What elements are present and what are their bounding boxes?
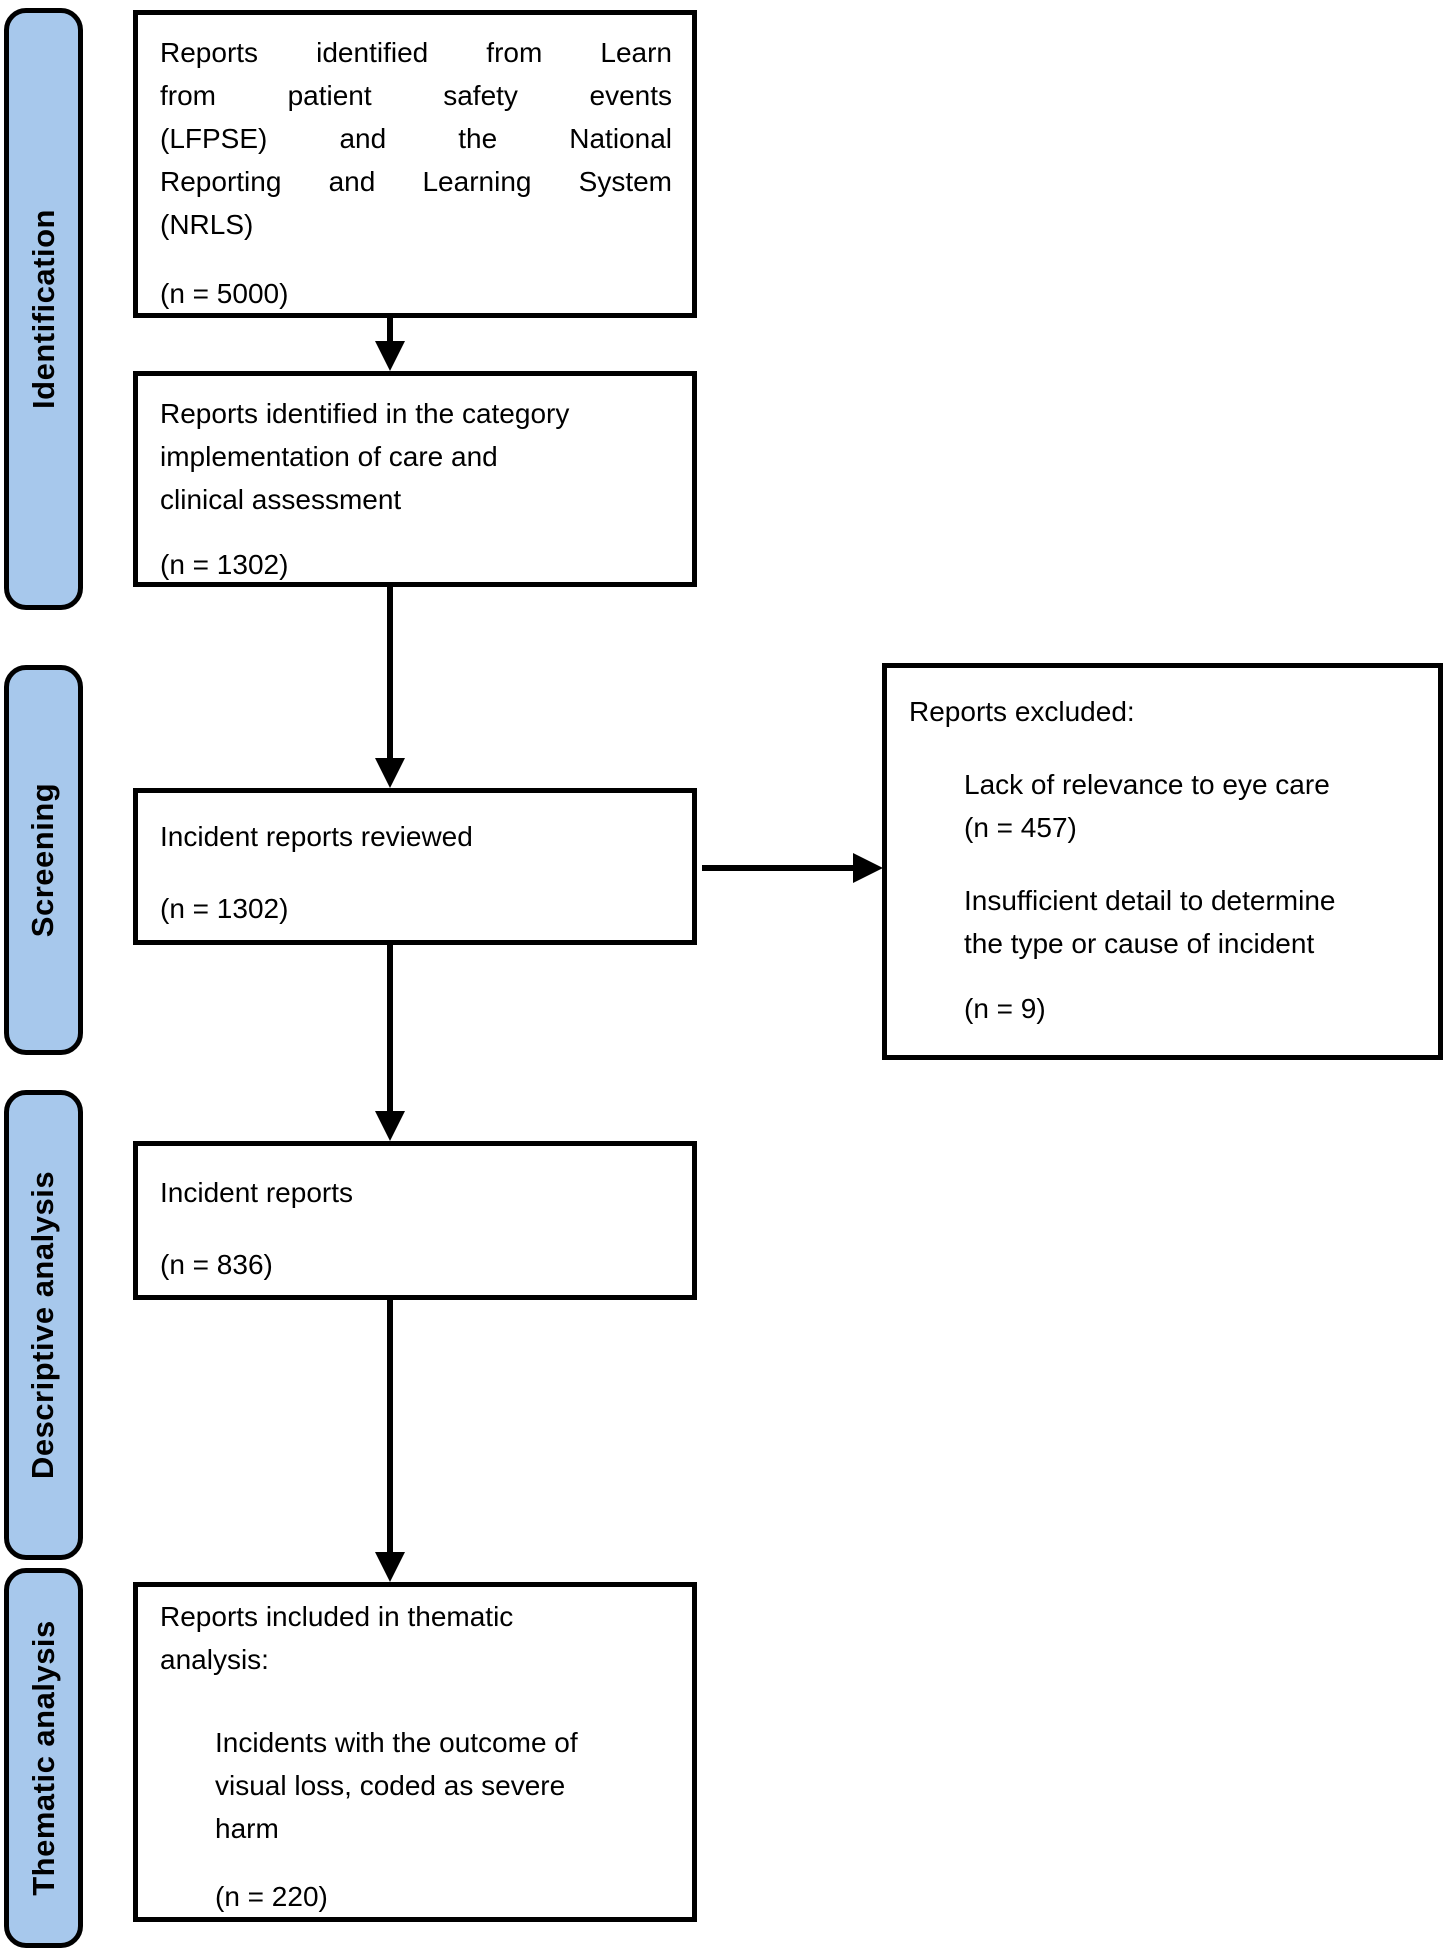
arrow-incident-to-thematic-shaft xyxy=(387,1300,393,1552)
arrow-identified-to-category-shaft xyxy=(387,318,393,343)
box-thematic-detail-line: harm xyxy=(215,1813,279,1844)
arrow-reviewed-to-excluded-head xyxy=(853,853,883,883)
arrow-category-to-reviewed-shaft xyxy=(387,587,393,758)
stage-thematic-analysis-label: Thematic analysis xyxy=(25,1620,61,1896)
box-excluded-count: (n = 9) xyxy=(964,993,1046,1024)
box-reviewed-count: (n = 1302) xyxy=(160,893,289,924)
box-thematic-detail-line: Incidents with the outcome of xyxy=(215,1727,578,1758)
stage-thematic-analysis: Thematic analysis xyxy=(4,1568,83,1948)
box-excluded-reason-relevance-line: Lack of relevance to eye care xyxy=(964,769,1330,800)
box-reports-identified-line: (NRLS) xyxy=(160,209,254,240)
box-reports-identified-count: (n = 5000) xyxy=(160,278,289,309)
box-reports-identified-line: Reports identified from Learn xyxy=(160,37,672,68)
arrow-incident-to-thematic-head xyxy=(375,1552,405,1582)
stage-screening-label: Screening xyxy=(25,782,61,938)
stage-descriptive-analysis: Descriptive analysis xyxy=(4,1090,83,1560)
box-reports-identified-line: Reporting and Learning System xyxy=(160,166,672,197)
box-category-line: implementation of care and xyxy=(160,441,498,472)
box-category-line: clinical assessment xyxy=(160,484,402,515)
box-excluded-reason-relevance: Lack of relevance to eye care (n = 457) xyxy=(964,763,1418,849)
stage-identification: Identification xyxy=(4,8,83,610)
stage-screening: Screening xyxy=(4,665,83,1055)
box-thematic-count: (n = 220) xyxy=(215,1881,328,1912)
arrow-reviewed-to-incident-head xyxy=(375,1111,405,1141)
box-reports-identified-line: (LFPSE) and the National xyxy=(160,123,672,154)
box-excluded: Reports excluded: Lack of relevance to e… xyxy=(882,663,1443,1060)
box-reviewed-text: Incident reports reviewed xyxy=(160,821,473,852)
box-incident: Incident reports (n = 836) xyxy=(133,1141,697,1300)
box-reports-identified: Reports identified from Learn from patie… xyxy=(133,10,697,318)
box-thematic: Reports included in thematic analysis: I… xyxy=(133,1582,697,1922)
box-excluded-reason-detail: Insufficient detail to determine the typ… xyxy=(964,879,1418,965)
box-excluded-reason-relevance-line: (n = 457) xyxy=(964,812,1077,843)
arrow-reviewed-to-incident-shaft xyxy=(387,945,393,1111)
box-incident-count: (n = 836) xyxy=(160,1249,273,1280)
arrow-category-to-reviewed-head xyxy=(375,758,405,788)
box-category-count: (n = 1302) xyxy=(160,549,289,580)
box-thematic-detail-line: visual loss, coded as severe xyxy=(215,1770,566,1801)
box-category-line: Reports identified in the category xyxy=(160,398,570,429)
arrow-reviewed-to-excluded-shaft xyxy=(702,865,854,871)
stage-descriptive-analysis-label: Descriptive analysis xyxy=(25,1170,61,1480)
stage-identification-label: Identification xyxy=(25,209,61,409)
box-thematic-detail: Incidents with the outcome of visual los… xyxy=(215,1721,672,1850)
box-excluded-reason-detail-line: the type or cause of incident xyxy=(964,928,1315,959)
box-incident-text: Incident reports xyxy=(160,1177,353,1208)
box-thematic-title-line: Reports included in thematic xyxy=(160,1601,514,1632)
box-thematic-title-line: analysis: xyxy=(160,1644,269,1675)
box-category: Reports identified in the category imple… xyxy=(133,371,697,587)
box-reports-identified-line: from patient safety events xyxy=(160,80,672,111)
arrow-identified-to-category-head xyxy=(375,341,405,371)
box-reviewed: Incident reports reviewed (n = 1302) xyxy=(133,788,697,945)
box-excluded-title: Reports excluded: xyxy=(909,696,1135,727)
box-excluded-reason-detail-line: Insufficient detail to determine xyxy=(964,885,1336,916)
